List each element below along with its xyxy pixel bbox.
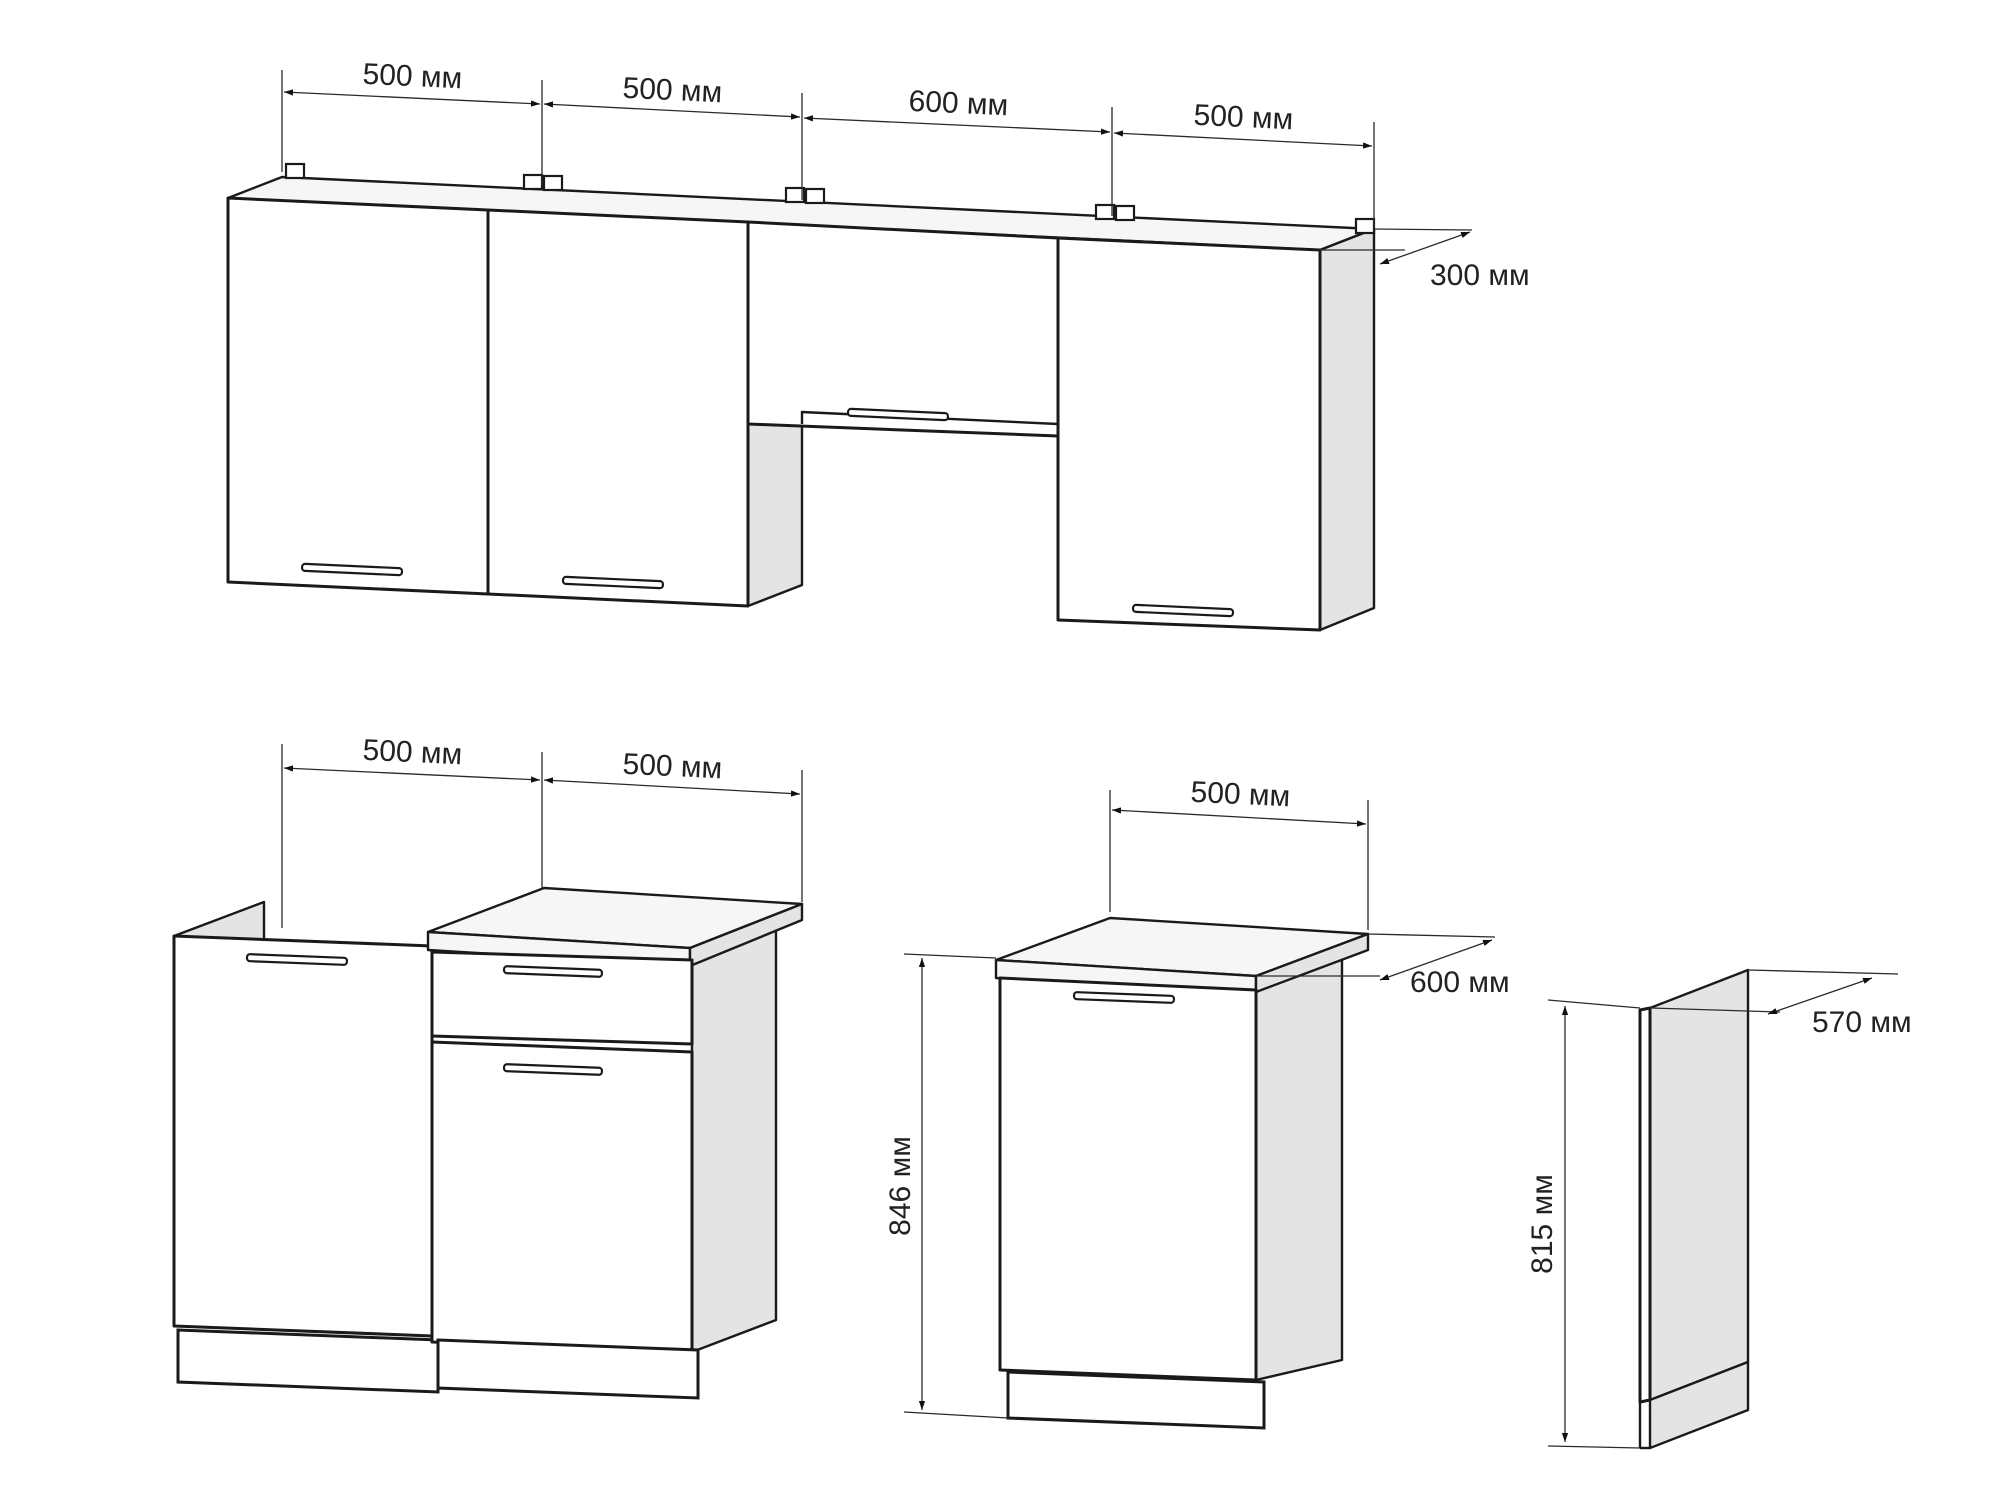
wall-cabinet-right-side bbox=[1318, 227, 1376, 632]
dim-panel-height: 815 мм bbox=[1526, 1174, 1559, 1274]
dim-base-width: 500 мм bbox=[1190, 776, 1291, 813]
wall-cabinet-lift-door bbox=[746, 220, 1060, 438]
dim-upper-width-1: 500 мм bbox=[362, 58, 463, 95]
side-panel-edge bbox=[1638, 1006, 1652, 1404]
sink-cabinet-door bbox=[172, 934, 434, 1338]
dim-line bbox=[1111, 807, 1367, 827]
dim-upper-width-3: 600 мм bbox=[908, 85, 1009, 122]
dim-base-height: 846 мм bbox=[884, 1136, 917, 1236]
handle bbox=[502, 965, 604, 978]
dim-line bbox=[283, 89, 541, 107]
dim-upper-depth: 300 мм bbox=[1430, 259, 1530, 292]
handle bbox=[846, 407, 950, 422]
wall-cabinet-middle-side bbox=[746, 402, 804, 608]
side-panel-plinth bbox=[1648, 1360, 1750, 1450]
handle bbox=[502, 1063, 604, 1076]
dim-line bbox=[1379, 939, 1493, 981]
dim-upper-width-2: 500 мм bbox=[622, 72, 723, 109]
handle bbox=[1131, 603, 1235, 618]
dim-line bbox=[1113, 130, 1373, 149]
dim-line bbox=[1379, 231, 1471, 265]
base-unit: 500 мм 600 мм 846 мм bbox=[884, 776, 1510, 1430]
handle bbox=[245, 953, 349, 966]
side-panel-face bbox=[1648, 968, 1750, 1402]
dim-panel-depth: 570 мм bbox=[1812, 1006, 1912, 1039]
wall-cabinet-door-1 bbox=[226, 196, 490, 596]
sink-cabinet-plinth bbox=[176, 1328, 440, 1394]
dim-upper-width-4: 500 мм bbox=[1193, 99, 1294, 136]
drawer-cabinet-side bbox=[690, 922, 778, 1354]
dim-lower-width-1: 500 мм bbox=[362, 734, 463, 771]
dim-line bbox=[803, 115, 1111, 135]
dim-lower-width-2: 500 мм bbox=[622, 748, 723, 785]
drawer-cabinet-door bbox=[430, 1040, 694, 1354]
base-unit-door bbox=[998, 976, 1258, 1382]
wall-cabinet-door-2 bbox=[486, 208, 750, 608]
drawer-cabinet-plinth bbox=[436, 1338, 700, 1400]
dim-base-depth: 600 мм bbox=[1410, 966, 1510, 999]
dim-line bbox=[543, 101, 801, 120]
handle bbox=[561, 575, 665, 590]
side-panel: 570 мм 815 мм bbox=[1526, 968, 1912, 1450]
dim-line bbox=[1767, 977, 1873, 1015]
handle bbox=[1072, 991, 1176, 1004]
lower-cabinets-left: 500 мм 500 мм bbox=[172, 734, 804, 1400]
handle bbox=[300, 562, 404, 577]
wall-cabinets: 500 мм 500 мм 600 мм 500 мм 300 мм bbox=[226, 58, 1530, 632]
base-unit-side bbox=[1254, 942, 1344, 1382]
base-unit-plinth bbox=[1006, 1370, 1266, 1430]
wall-cabinet-door-4 bbox=[1056, 236, 1322, 632]
hanging-brackets bbox=[284, 162, 1376, 235]
drawer-front bbox=[430, 950, 694, 1046]
dim-line bbox=[543, 777, 801, 797]
dim-line bbox=[283, 765, 541, 783]
